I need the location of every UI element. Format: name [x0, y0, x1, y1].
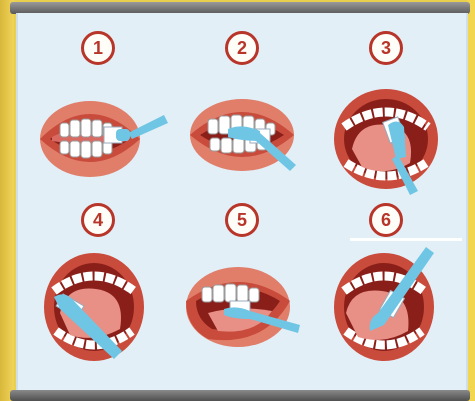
- front-teeth-brushing-illustration: [24, 67, 172, 199]
- chewing-surfaces-brushing-illustration: [168, 239, 316, 371]
- tongue-brushing-illustration: [312, 239, 460, 371]
- step-2: 2: [168, 31, 316, 211]
- poster-frame-left: [0, 0, 14, 401]
- step-number-badge: 4: [81, 203, 115, 237]
- step-5: 5: [168, 203, 316, 383]
- step-number-badge: 6: [369, 203, 403, 237]
- step-number-badge: 5: [225, 203, 259, 237]
- inner-surfaces-brushing-illustration: [312, 67, 460, 199]
- step-3: 3: [312, 31, 460, 211]
- step-4: 4: [24, 203, 172, 383]
- side-teeth-brushing-illustration: [168, 67, 316, 199]
- step-number-badge: 2: [225, 31, 259, 65]
- step-number-badge: 3: [369, 31, 403, 65]
- light-glare: [350, 238, 462, 241]
- poster-hanger-bottom: [10, 390, 470, 401]
- brushing-steps-panel: 1 2: [16, 13, 468, 390]
- step-1: 1: [24, 31, 172, 211]
- step-number-badge: 1: [81, 31, 115, 65]
- inner-lower-teeth-brushing-illustration: [24, 239, 172, 371]
- poster-frame-right: [467, 0, 475, 401]
- step-6: 6: [312, 203, 460, 383]
